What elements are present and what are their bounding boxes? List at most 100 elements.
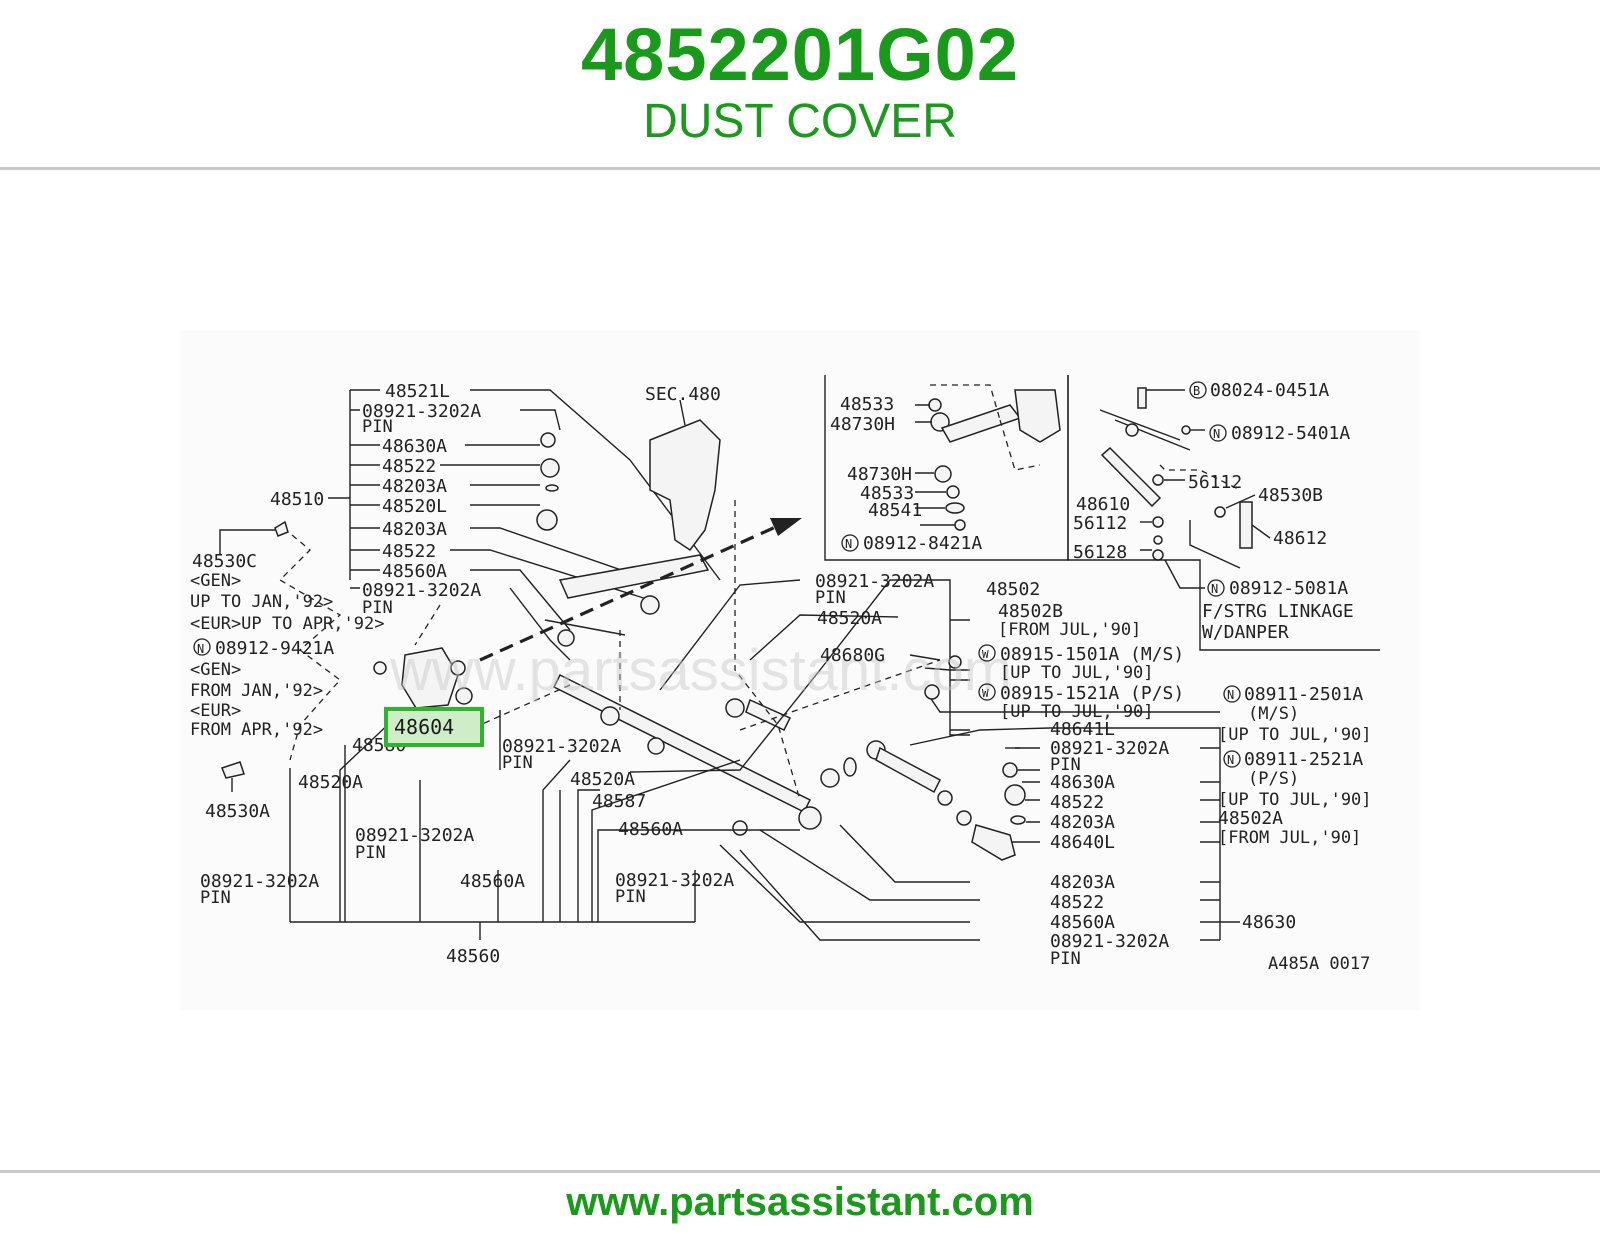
w-symbol-letter-2: W — [982, 687, 989, 700]
damper-bush-56112-1 — [1152, 474, 1164, 486]
label-08921-pin-3: 08921-3202A — [355, 825, 474, 846]
label-48560A-1: 48560A — [382, 561, 447, 582]
label-48630: 48630 — [1242, 912, 1296, 933]
tie-rod-clamp — [937, 790, 953, 806]
label-pin-9: PIN — [1050, 949, 1081, 969]
label-48510: 48510 — [270, 489, 324, 510]
parts-diagram-svg: www.partsassistant.com 48521L 08921-3202… — [180, 330, 1420, 1010]
figure-code: A485A 0017 — [1268, 954, 1370, 974]
damper-bolt — [1137, 387, 1147, 409]
label-gen-1: <GEN> — [190, 571, 241, 591]
castle-nut-1 — [540, 432, 556, 448]
pin-08921-center — [647, 737, 665, 755]
leader-group-48560 — [289, 717, 800, 940]
label-48530A: 48530A — [205, 801, 270, 822]
label-up-to-jul90-1: [UP TO JUL,'90] — [1000, 663, 1154, 683]
clamp-ring-48203A-3 — [1010, 815, 1026, 825]
label-ms: (M/S) — [1248, 704, 1299, 724]
label-48520A-1: 48520A — [298, 772, 363, 793]
inset-leaders — [915, 404, 955, 526]
label-ps: (P/S) — [1248, 769, 1299, 789]
footer-website-link[interactable]: www.partsassistant.com — [566, 1180, 1034, 1224]
label-from-jan92: FROM JAN,'92> — [190, 681, 323, 701]
label-pin-4: PIN — [200, 888, 231, 908]
n-symbol-letter-5: N — [1227, 688, 1234, 702]
n-symbol-letter-6: N — [1227, 753, 1234, 767]
dust-cover-48522-3 — [1004, 784, 1026, 806]
label-56112-2: 56112 — [1073, 513, 1127, 534]
label-eur-up-to-apr92: <EUR>UP TO APR,'92> — [190, 614, 384, 634]
idler-arm-48502 — [745, 698, 792, 731]
label-48680G: 48680G — [820, 645, 885, 666]
castle-nut-48630A-2 — [1002, 762, 1018, 778]
label-08921-pin-6: 08921-3202A — [615, 870, 734, 891]
w-symbol-icon — [978, 644, 996, 662]
damper-dashed — [1159, 464, 1241, 491]
label-48520A-2: 48520A — [570, 769, 635, 790]
n-symbol-letter-3: N — [1213, 427, 1220, 441]
label-48522-2: 48522 — [382, 541, 436, 562]
label-08911-2501A: 08911-2501A — [1244, 684, 1363, 705]
label-08921-pin-5: 08921-3202A — [502, 736, 621, 757]
castle-nut-48560A — [732, 820, 748, 836]
n-symbol-icon-4 — [1207, 579, 1225, 597]
inset-dashed-1 — [930, 384, 1001, 421]
label-48522-3: 48522 — [1050, 792, 1104, 813]
leader-48520A-3 — [749, 614, 970, 731]
label-08921-pin-7: 08921-3202A — [815, 571, 934, 592]
highlight-label[interactable]: 48604 — [394, 715, 454, 739]
label-48522-1: 48522 — [382, 456, 436, 477]
label-from-apr92: FROM APR,'92> — [190, 720, 323, 740]
label-48560A-3: 48560A — [618, 819, 683, 840]
label-08921-pin-1: 08921-3202A — [362, 401, 481, 422]
label-08912-9421A: 08912-9421A — [215, 638, 334, 659]
bolt-48530A — [221, 761, 245, 779]
leader-48680G — [909, 654, 970, 681]
label-from-jul90-1: [FROM JUL,'90] — [998, 620, 1141, 640]
label-48730H-2: 48730H — [847, 464, 912, 485]
right-bracket-ticks — [1200, 747, 1220, 941]
label-48640L: 48640L — [1050, 832, 1115, 853]
inset-dashed-2 — [999, 419, 1041, 471]
n-symbol-letter-1: N — [197, 642, 204, 656]
highlight-box[interactable] — [384, 707, 484, 747]
drag-link-rod — [558, 554, 710, 599]
damper-nut-upper — [1125, 423, 1139, 437]
label-pin-8: PIN — [1050, 755, 1081, 775]
label-48502B: 48502B — [998, 601, 1063, 622]
n-symbol-icon-5 — [1223, 685, 1241, 703]
label-56128: 56128 — [1073, 542, 1127, 563]
label-eur-2: <EUR> — [190, 701, 241, 721]
dashed-right-link — [739, 659, 941, 731]
n-symbol-icon-2 — [841, 534, 859, 552]
dust-cover-1 — [540, 458, 560, 478]
label-48203A-2: 48203A — [382, 519, 447, 540]
label-08915-1501A: 08915-1501A (M/S) — [1000, 644, 1184, 665]
label-48560: 48560 — [446, 946, 500, 967]
direction-arrowhead — [770, 518, 802, 536]
leader-48560A-1 — [470, 569, 571, 631]
idler-ball-joint — [725, 698, 745, 718]
b-symbol-icon — [1189, 381, 1207, 399]
part-number-title: 4852201G02 — [581, 13, 1019, 96]
b-symbol-letter: B — [1193, 384, 1200, 398]
label-pin-5: PIN — [502, 753, 533, 773]
leader-w-1501 — [924, 667, 970, 671]
bolt-48530B — [1214, 506, 1226, 518]
ball-joint-48520L — [536, 509, 558, 531]
right-bracket-main — [909, 727, 1221, 940]
highlighted-part-48604[interactable]: 48604 — [384, 707, 484, 747]
label-pin-7: PIN — [815, 588, 846, 608]
header-divider — [0, 167, 1600, 170]
n-symbol-letter-2: N — [845, 537, 852, 551]
inset-nut-08912-8421A — [954, 519, 966, 531]
label-sec480: SEC.480 — [645, 384, 721, 405]
w-symbol-letter-1: W — [982, 648, 989, 661]
label-08921-pin-8: 08921-3202A — [1050, 738, 1169, 759]
label-48530B: 48530B — [1258, 485, 1323, 506]
inset-bush-48730H-2 — [934, 465, 952, 483]
bracket-nut — [450, 660, 466, 676]
leader-48203A-2 — [470, 527, 651, 581]
label-08921-pin-4: 08921-3202A — [200, 871, 319, 892]
label-48560A-4: 48560A — [1050, 912, 1115, 933]
